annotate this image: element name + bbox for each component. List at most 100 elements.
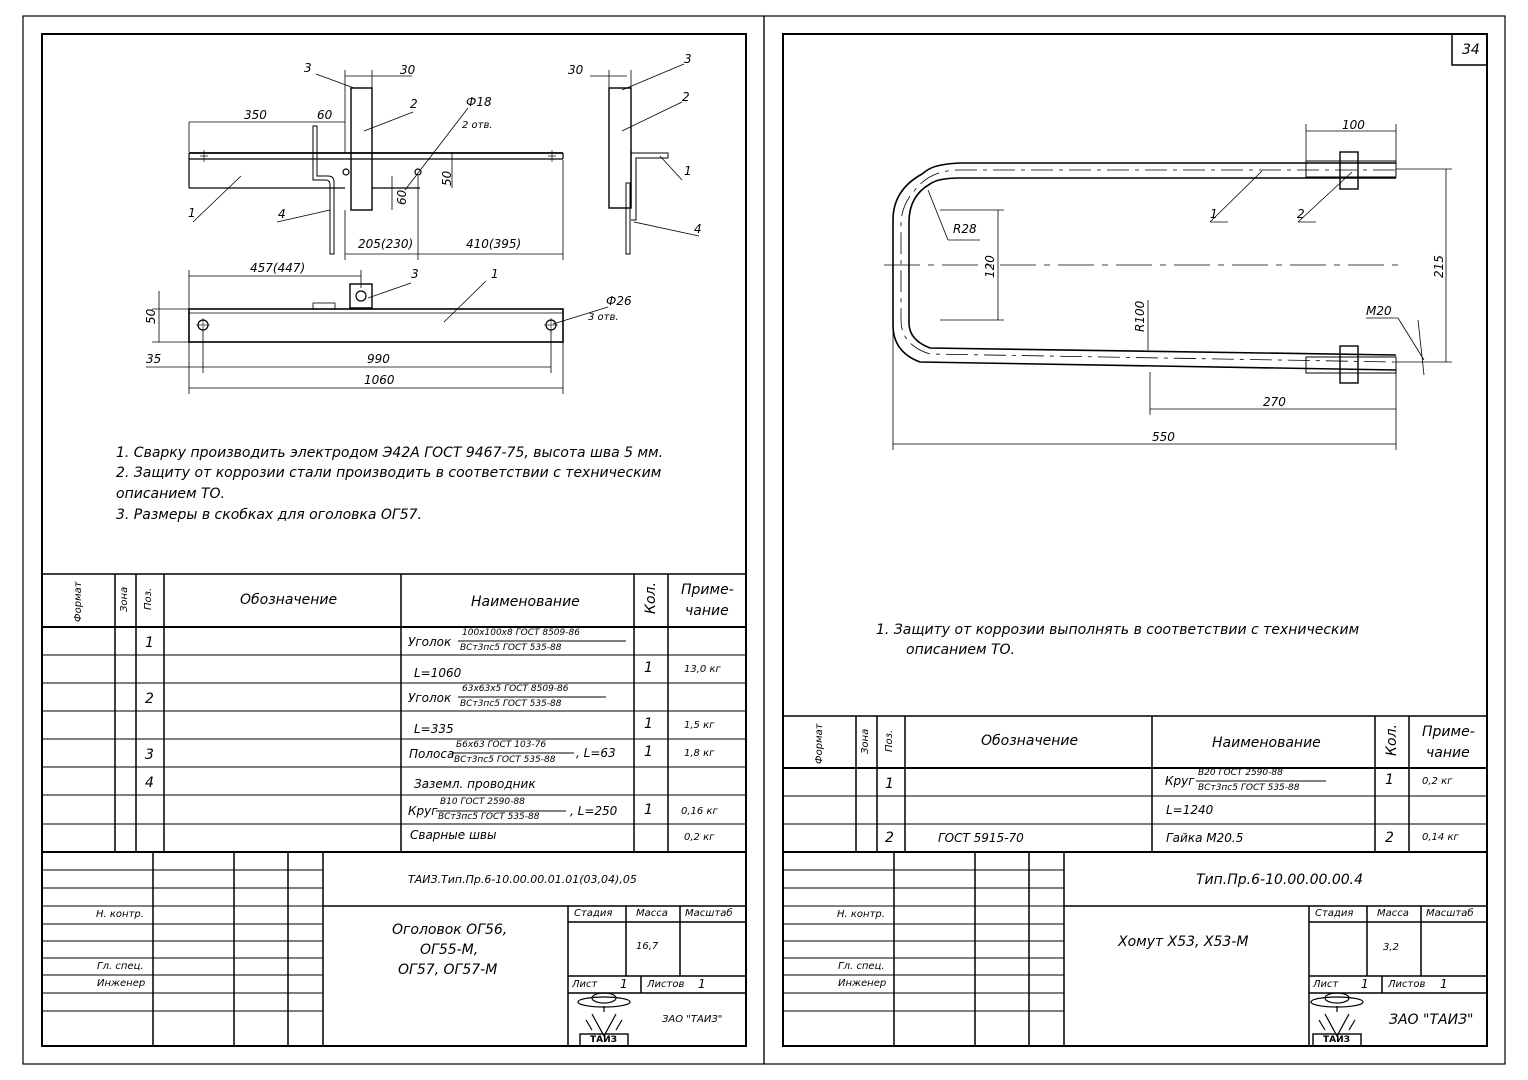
- pos: 2: [885, 830, 894, 846]
- callout: 550: [1152, 430, 1175, 444]
- callout: M20: [1366, 304, 1392, 318]
- logo-text: ТАИЗ: [590, 1035, 618, 1045]
- company-name: ЗАО "ТАИЗ": [1389, 1012, 1474, 1028]
- header-designation: Обозначение: [240, 592, 338, 608]
- name: Уголок: [408, 691, 452, 705]
- header-note: Приме-: [1422, 724, 1475, 740]
- callout: 35: [146, 352, 162, 366]
- name: L=1060: [414, 666, 462, 680]
- label-scale: Масштаб: [1426, 908, 1474, 919]
- page-number: 34: [1462, 42, 1480, 58]
- name: Сварные швы: [410, 828, 497, 842]
- fraction-den: ВСт3пс5 ГОСТ 535-88: [454, 755, 556, 765]
- name: Заземл. проводник: [414, 777, 536, 791]
- label-gl-spec: Гл. спец.: [97, 961, 144, 972]
- sheet-value: 1: [620, 977, 628, 991]
- callout-120: 120: [983, 255, 997, 278]
- plan-view: [146, 270, 609, 394]
- drawing-code: ТАИЗ.Тип.Пр.6-10.00.00.01.01(03,04),05: [408, 873, 637, 886]
- callout-50: 50: [144, 308, 158, 324]
- company-name: ЗАО "ТАИЗ": [662, 1014, 723, 1025]
- label-gl-spec: Гл. спец.: [838, 961, 885, 972]
- callout: Ф18: [466, 95, 492, 109]
- note: описанием ТО.: [906, 642, 1015, 658]
- note: 1,8 кг: [684, 748, 715, 759]
- taiz-logo-icon-right: [1310, 992, 1364, 1047]
- callout: 3: [684, 52, 692, 66]
- label-engineer: Инженер: [838, 978, 887, 989]
- pos: 1: [145, 635, 154, 651]
- callout: 2 отв.: [462, 120, 493, 131]
- header-name: Наименование: [1212, 735, 1321, 751]
- mass-value: 3,2: [1383, 942, 1399, 953]
- qty: 1: [644, 802, 653, 818]
- note: 1,5 кг: [684, 720, 715, 731]
- qty: 2: [1385, 830, 1394, 846]
- name: Гайка М20.5: [1166, 831, 1244, 845]
- label-mass: Масса: [636, 908, 668, 919]
- note: 13,0 кг: [684, 664, 721, 675]
- pos: 4: [145, 775, 154, 791]
- callout: 205(230): [358, 237, 414, 251]
- qty: 1: [644, 716, 653, 732]
- header-format: Формат: [73, 581, 84, 622]
- note: 3. Размеры в скобках для оголовка ОГ57.: [116, 507, 422, 523]
- callout: 100: [1342, 118, 1365, 132]
- callout: 2: [410, 97, 418, 111]
- callout: R28: [953, 222, 977, 236]
- callout: 2: [1297, 207, 1305, 221]
- callout: 990: [367, 352, 390, 366]
- note: 1. Защиту от коррозии выполнять в соотве…: [876, 622, 1360, 638]
- header-zone: Зона: [860, 728, 871, 754]
- callout: 1: [1210, 207, 1218, 221]
- fraction-num: В20 ГОСТ 2590-88: [1198, 768, 1283, 778]
- label-n-kontr: Н. контр.: [837, 909, 885, 920]
- fraction-num: Б6x63 ГОСТ 103-76: [456, 740, 547, 750]
- qty: 1: [1385, 772, 1394, 788]
- label-scale: Масштаб: [685, 908, 733, 919]
- qty: 1: [644, 660, 653, 676]
- callout: Ф26: [606, 294, 632, 308]
- callout: 3: [411, 267, 419, 281]
- sheet-value: 1: [1361, 977, 1369, 991]
- qty: 1: [644, 744, 653, 760]
- callout: 3 отв.: [588, 312, 619, 323]
- header-qty: Кол.: [1384, 724, 1400, 756]
- header-note: чание: [1426, 745, 1470, 761]
- header-note: чание: [685, 603, 729, 619]
- clamp-view: [884, 124, 1452, 450]
- callout: 4: [278, 207, 286, 221]
- callout: 2: [682, 90, 690, 104]
- logo-text: ТАИЗ: [1323, 1035, 1351, 1045]
- header-note: Приме-: [681, 582, 734, 598]
- pos: 3: [145, 747, 154, 763]
- name: L=1240: [1166, 803, 1214, 817]
- callout: 4: [694, 222, 702, 236]
- label-mass: Масса: [1377, 908, 1409, 919]
- header-pos: Поз.: [143, 587, 154, 610]
- callout: 30: [400, 63, 416, 77]
- callout: 30: [568, 63, 584, 77]
- note: 1. Сварку производить электродом Э42А ГО…: [116, 445, 664, 461]
- callout: 1: [684, 164, 692, 178]
- name: L=335: [414, 722, 454, 736]
- header-format: Формат: [814, 723, 825, 764]
- callout: 1060: [364, 373, 395, 387]
- title-line: ОГ55-М,: [420, 942, 479, 958]
- label-sheets: Листов: [647, 979, 685, 990]
- note: 0,16 кг: [681, 806, 718, 817]
- name: Круг: [1165, 774, 1195, 788]
- sheets-value: 1: [698, 977, 706, 991]
- suffix: , L=250: [570, 804, 618, 818]
- header-designation: Обозначение: [981, 733, 1079, 749]
- title-line: Хомут Х53, Х53-М: [1118, 934, 1249, 950]
- designation: ГОСТ 5915-70: [938, 831, 1024, 845]
- front-view: [188, 70, 564, 260]
- callout: 60: [317, 108, 333, 122]
- callout: 1: [491, 267, 499, 281]
- note: описанием ТО.: [116, 486, 225, 502]
- label-n-kontr: Н. контр.: [96, 909, 144, 920]
- callout: 3: [304, 61, 312, 75]
- fraction-num: В10 ГОСТ 2590-88: [440, 797, 525, 807]
